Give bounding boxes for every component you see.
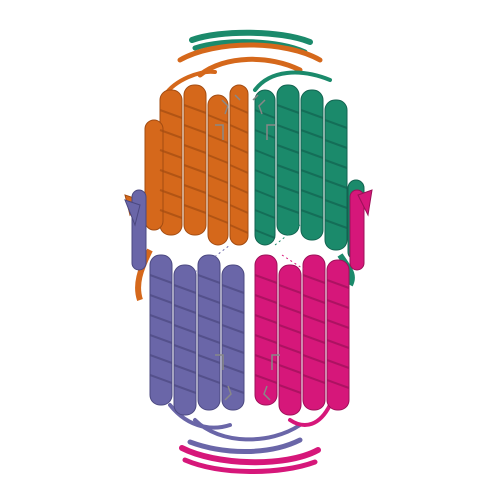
ligand-sticks <box>215 94 280 401</box>
orange-helix-turns <box>159 104 249 234</box>
bottom-beta-sheet <box>168 403 332 474</box>
purple-helix-turns <box>149 274 245 394</box>
unresolved-linkers <box>194 224 306 273</box>
purple-chain <box>124 189 245 416</box>
magenta-helix-turns <box>254 274 350 394</box>
green-chain <box>254 84 365 287</box>
green-helix-turns <box>254 104 348 239</box>
